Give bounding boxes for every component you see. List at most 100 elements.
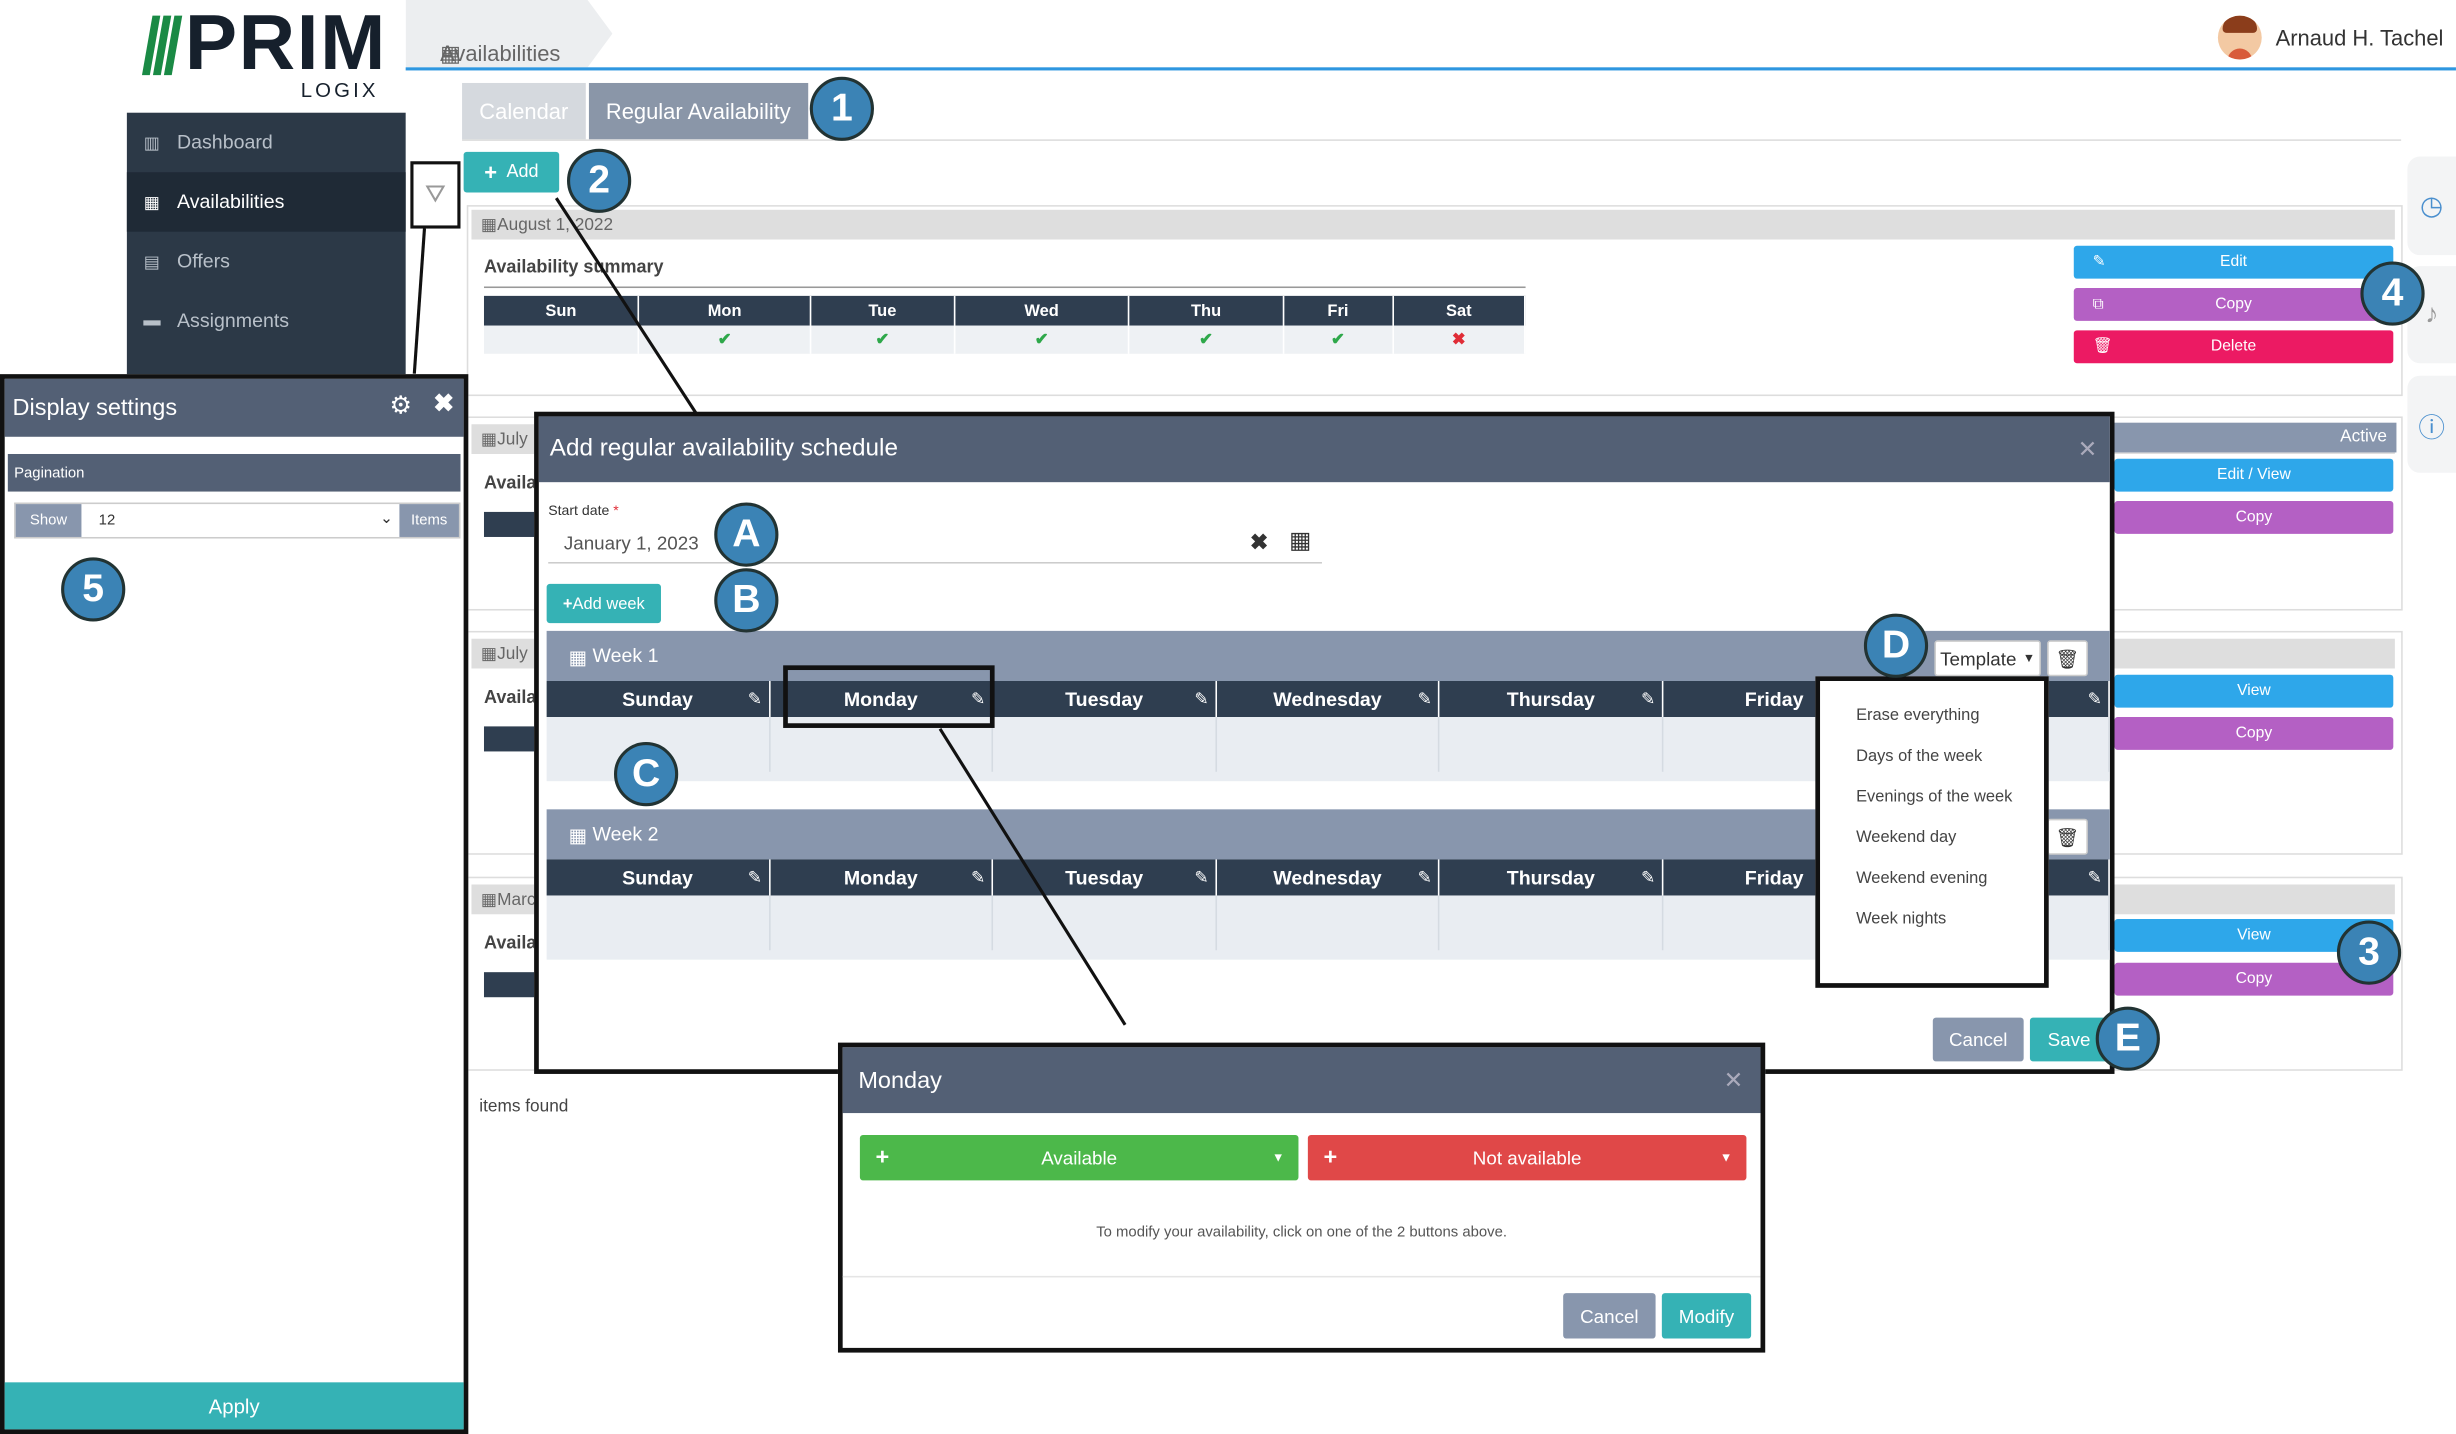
- day-label: Thursday: [1506, 866, 1595, 889]
- cancel-button[interactable]: Cancel: [1932, 1017, 2024, 1062]
- caret-down-icon: ▼: [2022, 651, 2036, 666]
- menu-item[interactable]: Evenings of the week: [1856, 787, 2013, 807]
- edit-icon[interactable]: ✎: [747, 868, 763, 888]
- display-settings-toggle[interactable]: ⛛: [410, 161, 461, 229]
- calendar-icon: ▦: [480, 644, 498, 664]
- user-menu[interactable]: Arnaud H. Tachel: [2217, 15, 2444, 60]
- caret-down-icon: ▼: [1719, 1150, 1733, 1165]
- display-settings-header: Display settings ⚙ ✖: [4, 378, 464, 437]
- summary-title: Availa: [483, 474, 537, 494]
- day-header: Thu: [1129, 295, 1284, 326]
- menu-item[interactable]: Days of the week: [1856, 746, 1983, 766]
- edit-icon[interactable]: ✎: [971, 868, 986, 888]
- available-button[interactable]: +Available▼: [859, 1134, 1299, 1181]
- day-column-header[interactable]: Wednesday✎: [1217, 680, 1440, 717]
- edit-view-button[interactable]: Edit / View: [2114, 458, 2394, 492]
- delete-week-button[interactable]: 🗑: [2047, 640, 2088, 677]
- menu-item[interactable]: Erase everything: [1856, 706, 1980, 725]
- plus-icon: +: [562, 594, 573, 613]
- required-marker: *: [613, 502, 619, 519]
- close-icon[interactable]: ✖: [433, 391, 455, 418]
- day-column-header[interactable]: Sunday ✎: [547, 680, 770, 717]
- sidebar-item-availabilities[interactable]: ▦Availabilities: [126, 172, 406, 232]
- day-column-header[interactable]: ✎: [1887, 859, 2110, 896]
- tab-calendar[interactable]: Calendar: [462, 82, 586, 140]
- calendar-icon: ▦: [568, 824, 593, 847]
- bell-icon: ♪: [2425, 299, 2439, 329]
- copy-button[interactable]: ⧉Copy: [2073, 288, 2394, 321]
- callout-badge: A: [714, 502, 779, 567]
- calendar-icon: ▦: [480, 430, 498, 450]
- edit-icon[interactable]: ✎: [1194, 868, 1209, 888]
- help-button[interactable]: ⓘ: [2407, 375, 2456, 473]
- day-column-header[interactable]: Wednesday✎: [1217, 859, 1440, 896]
- card-date-label: July: [497, 644, 528, 663]
- sidebar-item-label: Offers: [176, 250, 230, 273]
- day-column-header[interactable]: Tuesday✎: [993, 859, 1217, 896]
- tabs: Calendar Regular Availability: [462, 82, 808, 140]
- day-column-header[interactable]: Thursday ✎: [1440, 859, 1664, 896]
- chevron-down-icon: ⌄: [379, 510, 394, 528]
- save-button[interactable]: Save: [2029, 1017, 2109, 1062]
- edit-icon[interactable]: ✎: [2087, 868, 2103, 888]
- sidebar-item-assignments[interactable]: ▬Assignments: [127, 291, 406, 350]
- summary-title: Availa: [483, 934, 537, 954]
- page-size-select[interactable]: 12⌄: [81, 504, 399, 537]
- tab-regular-availability[interactable]: Regular Availability: [588, 82, 808, 140]
- not-available-button[interactable]: +Not available▼: [1307, 1134, 1747, 1181]
- start-date-field[interactable]: January 1, 2023 ✖ ▦: [548, 520, 1322, 564]
- edit-icon[interactable]: ✎: [1417, 868, 1433, 888]
- help-icon: ⓘ: [2418, 412, 2445, 443]
- edit-icon[interactable]: ✎: [747, 690, 763, 710]
- day-column-header[interactable]: Sunday✎: [547, 859, 770, 896]
- unavailable-icon: ✖: [1392, 325, 1526, 354]
- gear-icon[interactable]: ⚙: [389, 392, 412, 420]
- day-column-header[interactable]: Tuesday✎: [993, 680, 1217, 717]
- history-button[interactable]: ◷: [2407, 156, 2456, 256]
- template-menu: Erase everything Days of the week Evenin…: [1815, 676, 2049, 988]
- copy-button[interactable]: Copy: [2114, 716, 2394, 750]
- view-button[interactable]: View: [2114, 674, 2394, 708]
- close-icon[interactable]: ✕: [2077, 436, 2098, 464]
- calendar-icon: ▦: [480, 216, 498, 235]
- day-label: Monday: [843, 866, 918, 889]
- user-name: Arnaud H. Tachel: [2275, 25, 2444, 51]
- close-icon[interactable]: ✕: [1723, 1067, 1744, 1095]
- callout-badge: 1: [809, 76, 874, 141]
- copy-button[interactable]: Copy: [2114, 500, 2394, 534]
- sidebar-item-label: Dashboard: [176, 131, 273, 154]
- modify-button[interactable]: Modify: [1661, 1293, 1752, 1339]
- calendar-icon: ▦: [480, 890, 498, 910]
- edit-icon[interactable]: ✎: [2087, 690, 2103, 710]
- day-column-header[interactable]: ✎: [1887, 680, 2110, 717]
- clear-icon[interactable]: ✖: [1249, 529, 1269, 555]
- menu-item[interactable]: Weekend day: [1856, 828, 1957, 847]
- sidebar-item-dashboard[interactable]: ▥Dashboard: [127, 113, 406, 172]
- add-week-button[interactable]: +Add week: [546, 583, 661, 624]
- day-label: Sunday: [622, 688, 693, 710]
- menu-item[interactable]: Week nights: [1856, 909, 1947, 929]
- logo-text: PRIM: [184, 0, 387, 87]
- edit-icon[interactable]: ✎: [1640, 690, 1656, 710]
- edit-icon[interactable]: ✎: [1640, 868, 1656, 888]
- monday-modal-header: Monday ✕: [842, 1047, 1761, 1114]
- edit-icon[interactable]: ✎: [1417, 690, 1433, 710]
- template-dropdown[interactable]: Template▼: [1934, 640, 2041, 677]
- day-column-header[interactable]: Thursday✎: [1440, 680, 1664, 717]
- header-divider: [405, 67, 2456, 71]
- delete-week-button[interactable]: 🗑: [2047, 818, 2088, 855]
- apply-button[interactable]: Apply: [4, 1382, 464, 1430]
- filter-icon: ⛛: [424, 180, 446, 208]
- day-column-header[interactable]: Monday ✎: [770, 859, 994, 896]
- breadcrumb[interactable]: ▦Availabilities: [405, 0, 613, 68]
- edit-button[interactable]: ✎Edit: [2073, 245, 2394, 279]
- cancel-button[interactable]: Cancel: [1563, 1293, 1656, 1339]
- add-button[interactable]: +Add: [463, 151, 560, 193]
- menu-item[interactable]: Weekend evening: [1856, 868, 1988, 888]
- calendar-icon[interactable]: ▦: [1289, 527, 1312, 555]
- edit-icon[interactable]: ✎: [971, 690, 986, 710]
- delete-button[interactable]: 🗑Delete: [2073, 330, 2394, 364]
- edit-icon[interactable]: ✎: [1194, 690, 1209, 710]
- sidebar-item-offers[interactable]: ▤Offers: [127, 232, 406, 291]
- monday-modal-title: Monday: [858, 1066, 942, 1094]
